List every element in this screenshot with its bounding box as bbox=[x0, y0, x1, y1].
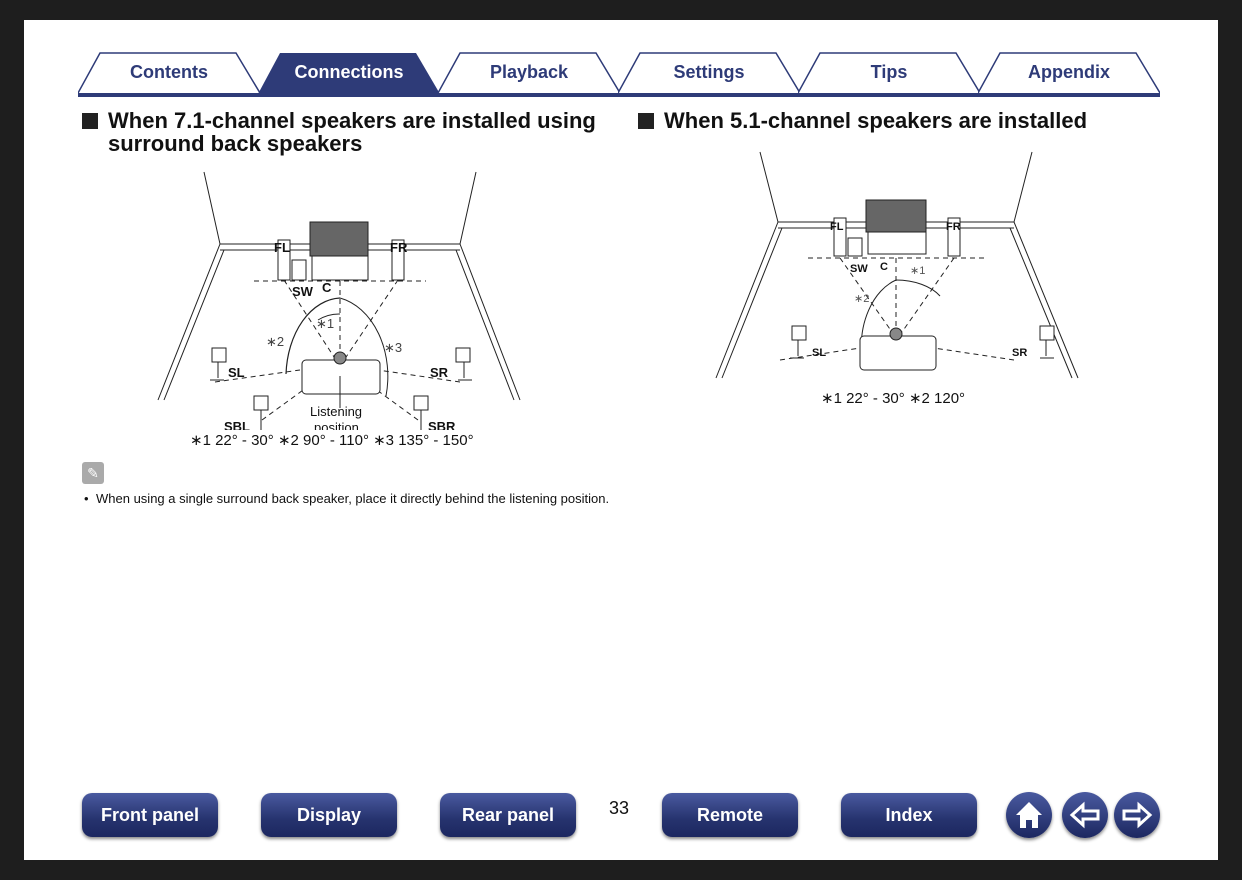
label-fr: FR bbox=[946, 221, 961, 233]
label-sr: SR bbox=[430, 365, 449, 380]
tab-connections[interactable]: Connections bbox=[258, 52, 440, 94]
speaker-layout-5-1-diagram: FL FR SW C SL SR ∗1 ∗2 bbox=[715, 151, 1079, 379]
angle-label-2: ∗2 bbox=[266, 334, 284, 349]
manual-page: Contents Connections Playback Settings T… bbox=[24, 20, 1218, 860]
pencil-note-icon: ✎ bbox=[82, 462, 104, 484]
angle-label-1: ∗1 bbox=[316, 316, 334, 331]
label-sbl: SBL bbox=[224, 419, 250, 430]
tab-settings[interactable]: Settings bbox=[618, 52, 800, 94]
angle-label-2: ∗2 bbox=[854, 293, 869, 305]
section-heading-5-1: When 5.1-channel speakers are installed bbox=[638, 109, 1087, 132]
index-button[interactable]: Index bbox=[841, 793, 977, 837]
footnote-5-1: ∗1 22° - 30° ∗2 120° bbox=[821, 390, 966, 407]
front-panel-button[interactable]: Front panel bbox=[82, 793, 218, 837]
label-sl: SL bbox=[812, 347, 826, 359]
label-sw: SW bbox=[292, 284, 314, 299]
label-sbr: SBR bbox=[428, 419, 456, 430]
home-button[interactable] bbox=[1006, 792, 1052, 838]
label-c: C bbox=[880, 261, 888, 273]
forward-button[interactable] bbox=[1114, 792, 1160, 838]
home-icon bbox=[1016, 802, 1042, 828]
arrow-right-icon bbox=[1122, 801, 1153, 829]
tab-tips[interactable]: Tips bbox=[798, 52, 980, 94]
square-bullet-icon bbox=[82, 113, 98, 129]
back-button[interactable] bbox=[1062, 792, 1108, 838]
square-bullet-icon bbox=[638, 113, 654, 129]
tab-underline bbox=[78, 93, 1160, 97]
listening-label: Listening bbox=[310, 404, 362, 419]
arrow-left-icon bbox=[1069, 801, 1100, 829]
remote-button[interactable]: Remote bbox=[662, 793, 798, 837]
label-fl: FL bbox=[830, 221, 844, 233]
display-button[interactable]: Display bbox=[261, 793, 397, 837]
label-sl: SL bbox=[228, 365, 245, 380]
section-heading-7-1: When 7.1-channel speakers are installed … bbox=[82, 109, 596, 155]
page-number: 33 bbox=[609, 798, 630, 818]
rear-panel-button[interactable]: Rear panel bbox=[440, 793, 576, 837]
footnote-7-1: ∗1 22° - 30° ∗2 90° - 110° ∗3 135° - 150… bbox=[190, 432, 474, 449]
label-c: C bbox=[322, 280, 332, 295]
label-fl: FL bbox=[274, 240, 290, 255]
speaker-layout-7-1-diagram: FL FR SW C SL SR SBL SBR ∗1 ∗2 ∗3 Listen… bbox=[157, 171, 521, 430]
tab-bar: Contents Connections Playback Settings T… bbox=[78, 52, 1160, 96]
angle-label-1: ∗1 bbox=[910, 265, 925, 277]
tab-contents[interactable]: Contents bbox=[78, 52, 260, 94]
label-fr: FR bbox=[390, 240, 408, 255]
note-text: When using a single surround back speake… bbox=[84, 490, 616, 508]
angle-label-3: ∗3 bbox=[384, 340, 402, 355]
listening-label-2: position bbox=[314, 420, 359, 430]
label-sr: SR bbox=[1012, 347, 1027, 359]
tab-appendix[interactable]: Appendix bbox=[978, 52, 1160, 94]
label-sw: SW bbox=[850, 263, 868, 275]
tab-playback[interactable]: Playback bbox=[438, 52, 620, 94]
